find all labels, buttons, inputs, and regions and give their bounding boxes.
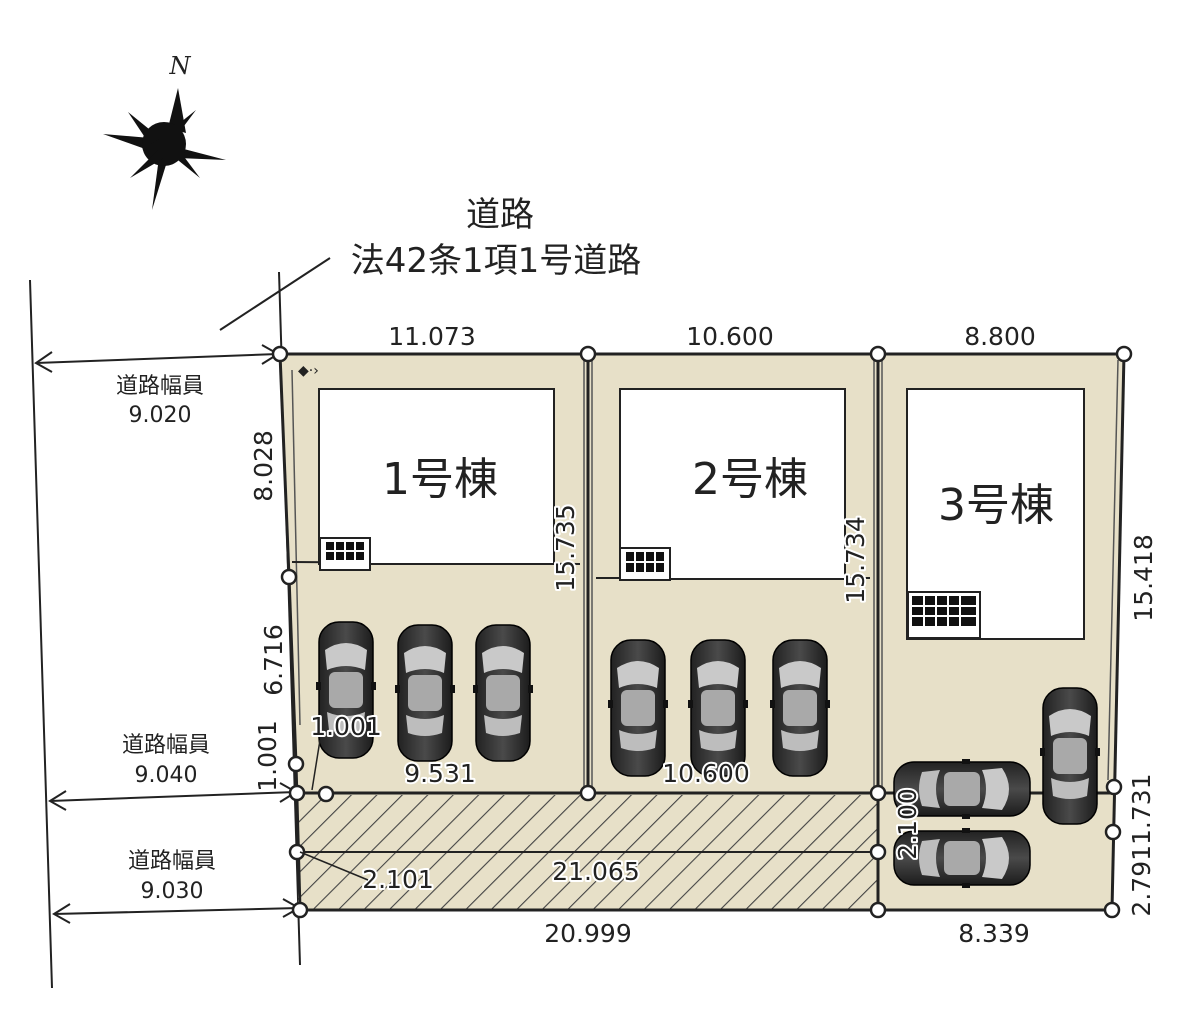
car-icon: [687, 639, 749, 777]
dim-lot3-inner: 2.100: [893, 788, 922, 860]
entrance-marker-icon: ◆·›: [298, 363, 319, 379]
dim-easement-length: 21.065: [552, 857, 639, 886]
car-icon: [769, 639, 831, 777]
fence-lines: [291, 359, 1119, 790]
dim-bottom-right: 8.339: [958, 919, 1030, 948]
dim-left-lower: 1.001: [253, 720, 282, 792]
car-icon: [394, 624, 456, 762]
road-width-value-3: 9.030: [141, 879, 204, 904]
dim-right-lower: 2.7911.731: [1127, 773, 1156, 916]
building-3-label: 3号棟: [938, 480, 1054, 531]
dim-top-2: 10.600: [686, 322, 773, 351]
car-icon: [607, 639, 669, 777]
road-width-label-1: 道路幅員: [116, 374, 204, 399]
car-icon: [1039, 687, 1101, 825]
road-width-label-2: 道路幅員: [122, 733, 210, 758]
dim-top-3: 8.800: [964, 322, 1036, 351]
dim-divider-1-2: 15.735: [551, 504, 580, 591]
road-type: 法42条1項1号道路: [351, 241, 642, 281]
road-title: 道路: [466, 195, 534, 235]
compass-north-label: N: [169, 52, 192, 80]
dim-easement-left: 2.101: [362, 865, 434, 894]
car-icon: [472, 624, 534, 762]
road-width-arrows: [34, 344, 302, 924]
compass-icon: [103, 88, 226, 210]
dim-lot1-bottom: 9.531: [404, 759, 476, 788]
entrance-steps-3: [907, 591, 981, 639]
dim-top-1: 11.073: [388, 322, 475, 351]
entrance-steps-1: [319, 537, 371, 571]
dim-right-upper: 15.418: [1129, 534, 1158, 621]
entrance-steps-2: [619, 547, 671, 581]
building-2-label: 2号棟: [692, 454, 808, 505]
road-width-value-1: 9.020: [129, 403, 192, 428]
building-1: [318, 388, 555, 565]
road-leader-line: [219, 257, 331, 331]
dim-left-mid: 6.716: [259, 624, 288, 696]
dim-lot1-corner: 1.001: [310, 712, 382, 741]
dim-left-upper: 8.028: [249, 430, 278, 502]
dim-bottom-main: 20.999: [544, 919, 631, 948]
dim-divider-2-3: 15.734: [841, 516, 870, 603]
building-1-label: 1号棟: [382, 454, 498, 505]
road-width-label-3: 道路幅員: [128, 849, 216, 874]
boundary-markers: [271, 345, 1133, 919]
road-width-value-2: 9.040: [135, 763, 198, 788]
dim-lot2-bottom: 10.600: [662, 759, 749, 788]
